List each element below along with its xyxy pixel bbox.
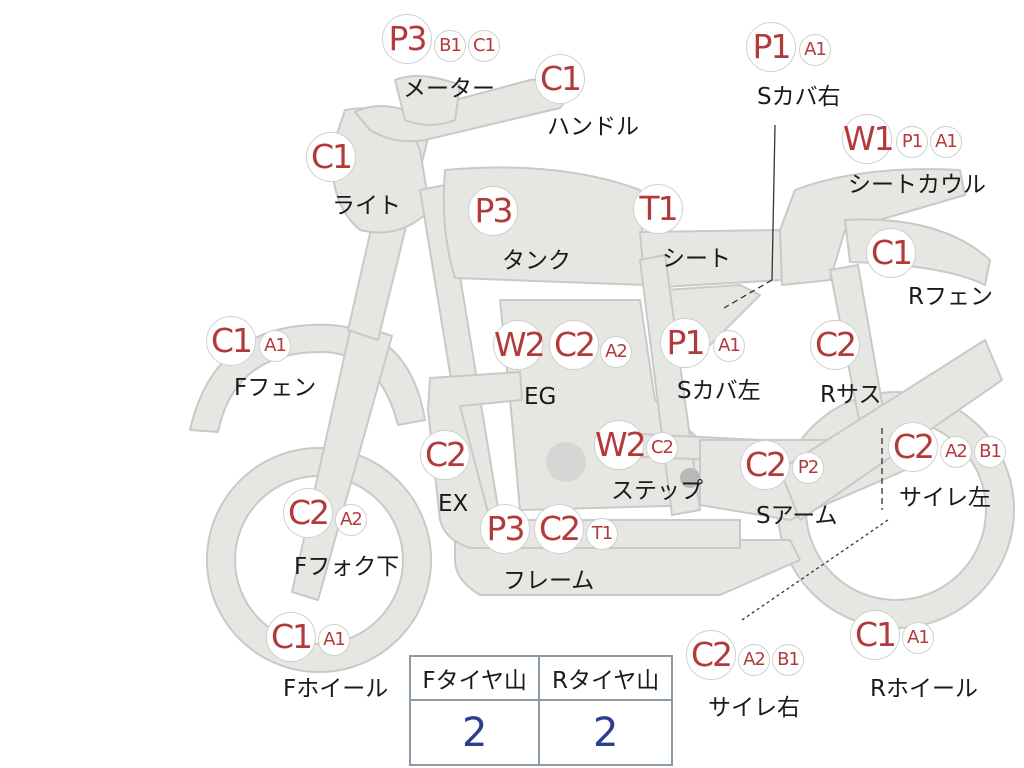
label-handle: ハンドル — [547, 114, 639, 140]
badge-front-fender-code-1: C1 — [206, 316, 256, 366]
tire-table-value-row: 2 2 — [408, 699, 673, 766]
badge-seat-cowl-code-1: W1 — [842, 114, 895, 164]
badge-cover-right-code-1: P1 — [746, 22, 796, 72]
badge-exhaust-code-1: C2 — [420, 430, 470, 480]
label-cover-left: Sカバ左 — [677, 378, 761, 404]
step-detail-circle — [680, 468, 700, 488]
badge-cover-right-code-2: A1 — [799, 34, 831, 66]
label-meter: メーター — [403, 76, 495, 102]
badge-step-code-1: W2 — [594, 420, 647, 470]
leader-line-cover-right — [771, 124, 776, 281]
badge-cover-left-code-2: A1 — [713, 330, 745, 362]
seat-cowl-shape — [779, 168, 966, 286]
label-seat-cowl: シートカウル — [848, 172, 986, 198]
tire-tread-table: Fタイヤ山 Rタイヤ山 2 2 — [408, 655, 673, 766]
engine-detail-circle — [546, 442, 586, 482]
badge-front-fork-code-2: A2 — [335, 504, 367, 536]
badge-light-code-1: C1 — [306, 132, 356, 182]
exhaust-pipe-shape — [427, 371, 741, 549]
badge-rear-wheel-code-2: A1 — [902, 622, 934, 654]
badge-muffler-right-code-2: A2 — [738, 644, 770, 676]
front-tire-header: Fタイヤ山 — [408, 655, 541, 701]
badge-muffler-left-code-1: C2 — [888, 422, 938, 472]
badge-swing-arm-code-1: C2 — [740, 440, 790, 490]
badge-muffler-right-code-3: B1 — [772, 644, 804, 676]
tire-table-header-row: Fタイヤ山 Rタイヤ山 — [408, 655, 673, 701]
badge-seat-cowl-code-2: P1 — [896, 126, 928, 158]
badge-frame-code-3: T1 — [586, 518, 618, 550]
rear-tire-header: Rタイヤ山 — [538, 655, 673, 701]
badge-frame-code-2: C2 — [534, 504, 584, 554]
label-frame: フレーム — [503, 568, 595, 594]
badge-muffler-left-code-3: B1 — [974, 436, 1006, 468]
badge-front-fender-code-2: A1 — [259, 330, 291, 362]
badge-rear-wheel-code-1: C1 — [850, 610, 900, 660]
label-front-wheel: Fホイール — [283, 676, 389, 702]
badge-meter-code-2: B1 — [434, 30, 466, 62]
badge-seat-code-1: T1 — [633, 184, 683, 234]
badge-engine-code-2: C2 — [549, 320, 599, 370]
front-tire-value: 2 — [408, 699, 541, 766]
badge-cover-left-code-1: P1 — [660, 318, 710, 368]
label-light: ライト — [332, 193, 401, 219]
label-muffler-right: サイレ右 — [708, 695, 800, 721]
badge-step-code-2: C2 — [646, 432, 678, 464]
label-muffler-left: サイレ左 — [899, 485, 991, 511]
badge-seat-cowl-code-3: A1 — [930, 126, 962, 158]
label-exhaust: EX — [438, 491, 469, 517]
label-step: ステップ — [611, 478, 703, 504]
label-swing-arm: Sアーム — [756, 503, 838, 529]
badge-tank-code-1: P3 — [468, 186, 518, 236]
label-tank: タンク — [502, 248, 571, 274]
label-rear-fender: Rフェン — [908, 284, 993, 310]
badge-front-wheel-code-1: C1 — [266, 612, 316, 662]
badge-rear-suspension-code-1: C2 — [810, 320, 860, 370]
badge-meter-code-3: C1 — [468, 30, 500, 62]
badge-engine-code-1: W2 — [493, 320, 546, 370]
label-front-fender: Fフェン — [234, 375, 317, 401]
badge-muffler-left-code-2: A2 — [940, 436, 972, 468]
badge-frame-code-1: P3 — [480, 504, 530, 554]
badge-meter-code-1: P3 — [382, 14, 432, 64]
label-rear-wheel: Rホイール — [870, 676, 978, 702]
frame-lower-shape — [454, 539, 801, 596]
label-seat: シート — [662, 246, 731, 272]
badge-muffler-right-code-1: C2 — [686, 630, 736, 680]
meter-shape — [394, 75, 461, 126]
label-front-fork: Fフォク下 — [294, 554, 400, 580]
rear-tire-value: 2 — [538, 699, 673, 766]
badge-front-fork-code-1: C2 — [283, 488, 333, 538]
badge-rear-fender-code-1: C1 — [866, 228, 916, 278]
label-engine: EG — [524, 384, 557, 410]
badge-engine-code-3: A2 — [600, 336, 632, 368]
badge-swing-arm-code-2: P2 — [792, 452, 824, 484]
badge-front-wheel-code-2: A1 — [318, 624, 350, 656]
label-cover-right: Sカバ右 — [757, 84, 841, 110]
label-rear-suspension: Rサス — [820, 382, 882, 408]
muffler-shape — [779, 339, 1003, 521]
badge-handle-code-1: C1 — [535, 54, 585, 104]
